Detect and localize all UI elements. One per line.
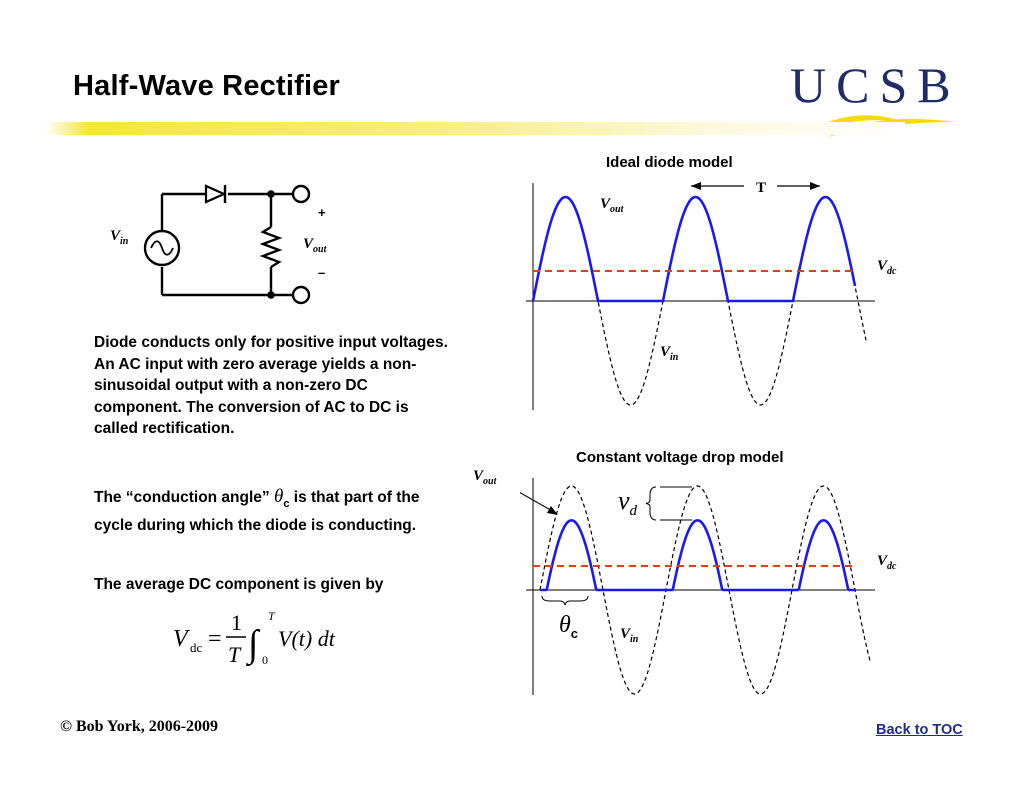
circuit-vout-label: Vout (303, 236, 327, 255)
plot2-vout-label: Vout (473, 468, 497, 487)
plot2-vd-label: vd (618, 486, 638, 520)
ideal-diode-heading: Ideal diode model (606, 154, 733, 171)
formula-upper-limit: T (268, 609, 276, 623)
constant-drop-heading: Constant voltage drop model (576, 449, 784, 466)
formula-lhs-sub: dc (190, 640, 203, 655)
formula-lower-limit: 0 (262, 653, 268, 667)
plot1-vin-label: Vin (660, 344, 679, 363)
ideal-diode-plot: T (526, 180, 875, 410)
average-dc-paragraph: The average DC component is given by (94, 576, 384, 593)
output-terminal-bottom-icon (291, 285, 311, 305)
plot2-vdc-label: Vdc (877, 553, 897, 572)
plot1-vout-label: Vout (600, 196, 624, 215)
rectifier-circuit (143, 184, 311, 305)
theta-brace-icon (541, 595, 589, 606)
formula-integrand: V(t) dt (278, 626, 336, 651)
formula-numerator: 1 (231, 610, 242, 635)
plot2-theta-label: θc (559, 612, 579, 641)
circuit-plus-sign: + (318, 205, 326, 220)
plot2-vin-label: Vin (620, 626, 639, 645)
header-gradient-bar (45, 122, 905, 135)
period-label: T (756, 180, 766, 196)
plot1-output-wave (531, 195, 857, 303)
conduction-angle-paragraph: The “conduction angle” θc is that part o… (94, 486, 420, 535)
period-arrow: T (691, 180, 820, 196)
vout-pointer-arrow (520, 491, 558, 515)
output-terminal-top-icon (291, 184, 311, 204)
copyright-notice: © Bob York, 2006-2009 (60, 718, 219, 735)
vd-brace-icon (645, 486, 692, 521)
ucsb-logo: UCSB (790, 57, 961, 113)
vdc-formula: V dc = 1 T ∫ T 0 V(t) dt (173, 609, 336, 667)
circuit-vin-label: Vin (110, 228, 129, 247)
explanation-paragraph: Diode conducts only for positive input v… (94, 334, 448, 437)
formula-equals: = (208, 626, 222, 652)
plot2-output-wave (540, 519, 855, 592)
formula-denominator: T (228, 642, 242, 667)
slide-title: Half-Wave Rectifier (73, 70, 341, 102)
integral-icon: ∫ (246, 623, 261, 667)
ac-source-icon (143, 229, 181, 267)
diode-icon (204, 184, 227, 204)
formula-lhs: V (173, 626, 190, 652)
circuit-minus-sign: – (318, 265, 326, 280)
plot1-vdc-label: Vdc (877, 258, 897, 277)
constant-drop-plot (520, 478, 875, 695)
back-to-toc-link[interactable]: Back to TOC (876, 722, 963, 738)
theta-c-symbol: θc (273, 486, 290, 510)
